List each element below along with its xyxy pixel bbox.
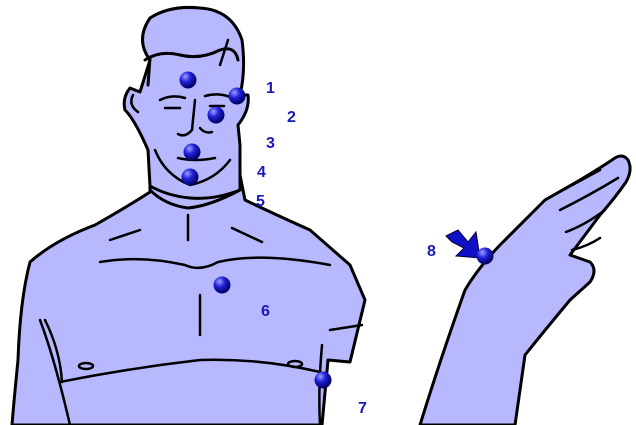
marker-2[interactable] [208,107,225,124]
label-2: 2 [287,109,296,126]
marker-6[interactable] [214,277,231,294]
label-5: 5 [256,193,265,210]
hand-figure [420,156,630,425]
label-6: 6 [261,303,270,320]
label-7: 7 [358,400,367,417]
label-1: 1 [266,80,275,97]
label-8: 8 [427,243,436,260]
marker-1[interactable] [180,72,197,89]
marker-3[interactable] [184,144,201,161]
marker-1b[interactable] [229,88,246,105]
marker-4[interactable] [182,169,199,186]
label-4: 4 [257,164,266,181]
torso-figure [12,175,365,425]
label-3: 3 [266,135,275,152]
marker-8[interactable] [477,248,494,265]
marker-7[interactable] [315,372,332,389]
arrow-icon [446,230,480,258]
